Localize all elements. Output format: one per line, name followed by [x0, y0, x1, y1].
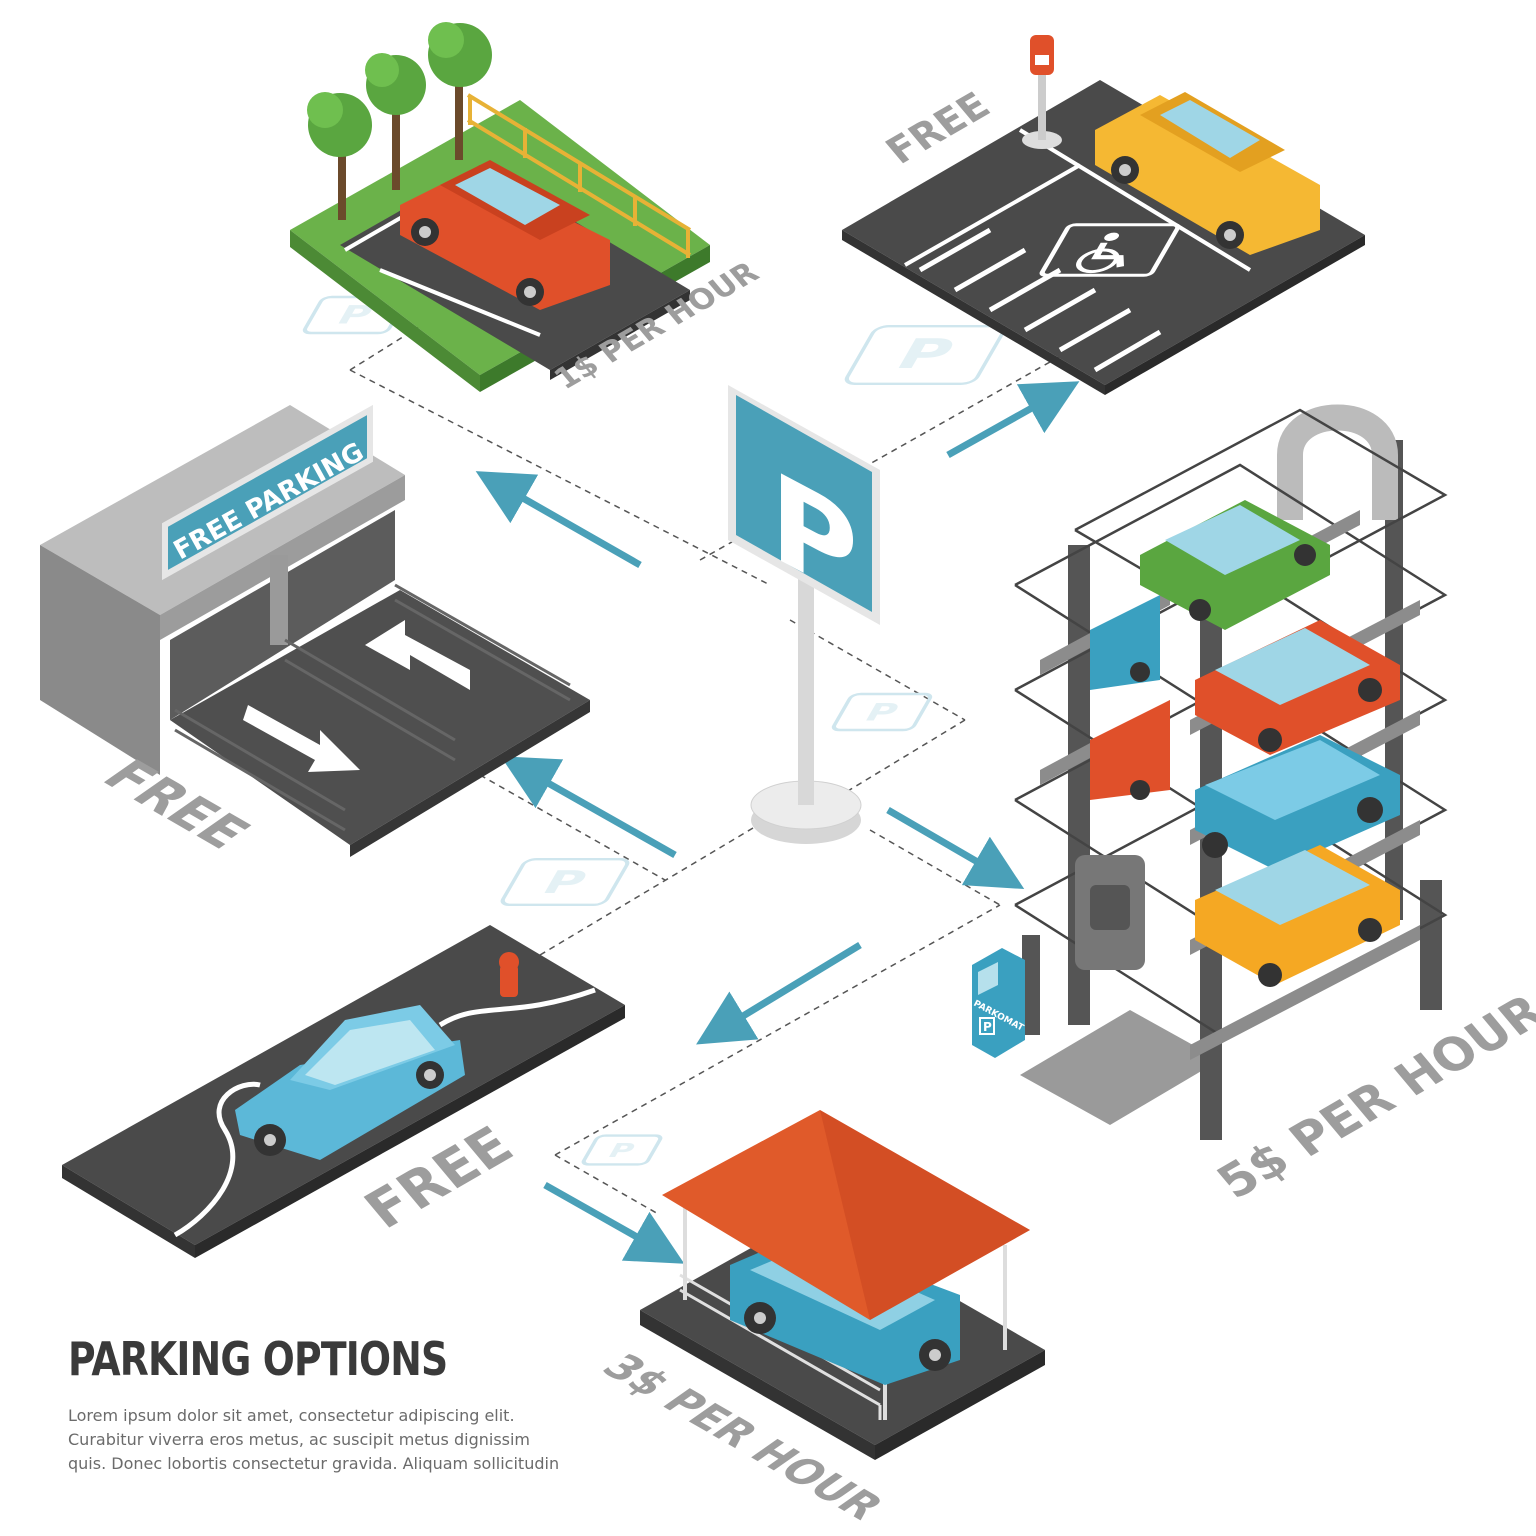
kiosk-letter: P — [983, 1020, 992, 1034]
svg-text:P: P — [603, 1140, 639, 1162]
tower-car-blue-back — [1090, 595, 1160, 690]
yellow-car — [1095, 92, 1320, 255]
blue-car — [235, 1005, 465, 1160]
p-badge: P — [831, 692, 933, 732]
tower-car-red-back — [1090, 700, 1170, 800]
arrow-to-roadside — [696, 942, 862, 1045]
p-badges: P P P P P — [302, 295, 1006, 1166]
tower-car-red — [1195, 620, 1400, 755]
tree — [428, 22, 492, 160]
tower-car-yellow — [1195, 845, 1400, 987]
tree — [307, 92, 372, 220]
tower-car-blue — [1195, 735, 1400, 870]
yellow-fence — [466, 93, 692, 258]
garage-railing — [174, 583, 571, 832]
parking-meter-icon — [1022, 35, 1062, 149]
description: Lorem ipsum dolor sit amet, consectetur … — [68, 1404, 560, 1476]
roadside-scene — [62, 925, 625, 1258]
arrow-to-tower — [886, 806, 1025, 890]
automated-tower-scene: PARKOMAT P — [972, 404, 1448, 1140]
description-line: quis. Donec lobortis consectetur gravida… — [68, 1454, 560, 1473]
street-lot-scene — [290, 22, 710, 392]
page-title: PARKING OPTIONS — [68, 1332, 448, 1386]
fire-hydrant-icon — [499, 952, 519, 997]
p-badge: P — [844, 324, 1006, 386]
arrow-to-disabled-spot — [946, 381, 1080, 459]
p-badge: P — [500, 857, 630, 907]
parkomat-kiosk: PARKOMAT P — [972, 948, 1026, 1058]
central-parking-sign: P — [728, 385, 880, 844]
red-car — [400, 160, 610, 310]
arrow-to-street-lot — [475, 471, 642, 569]
arrow-to-canopy — [543, 1181, 685, 1264]
tower-car-green — [1140, 500, 1330, 630]
canopy-scene — [640, 1110, 1045, 1460]
tree — [365, 53, 426, 190]
p-badge: P — [581, 1134, 663, 1166]
description-line: Curabitur viverra eros metus, ac suscipi… — [68, 1430, 531, 1449]
svg-text:P: P — [859, 699, 904, 727]
wheelchair-icon — [1039, 223, 1181, 277]
svg-text:P: P — [535, 864, 594, 901]
svg-text:P: P — [887, 331, 964, 378]
garage-scene: FREE PARKING — [40, 404, 590, 857]
arrow-to-garage — [500, 756, 677, 859]
direction-arrows — [475, 381, 1080, 1264]
description-line: Lorem ipsum dolor sit amet, consectetur … — [68, 1406, 515, 1425]
disabled-spot-scene — [842, 35, 1365, 395]
